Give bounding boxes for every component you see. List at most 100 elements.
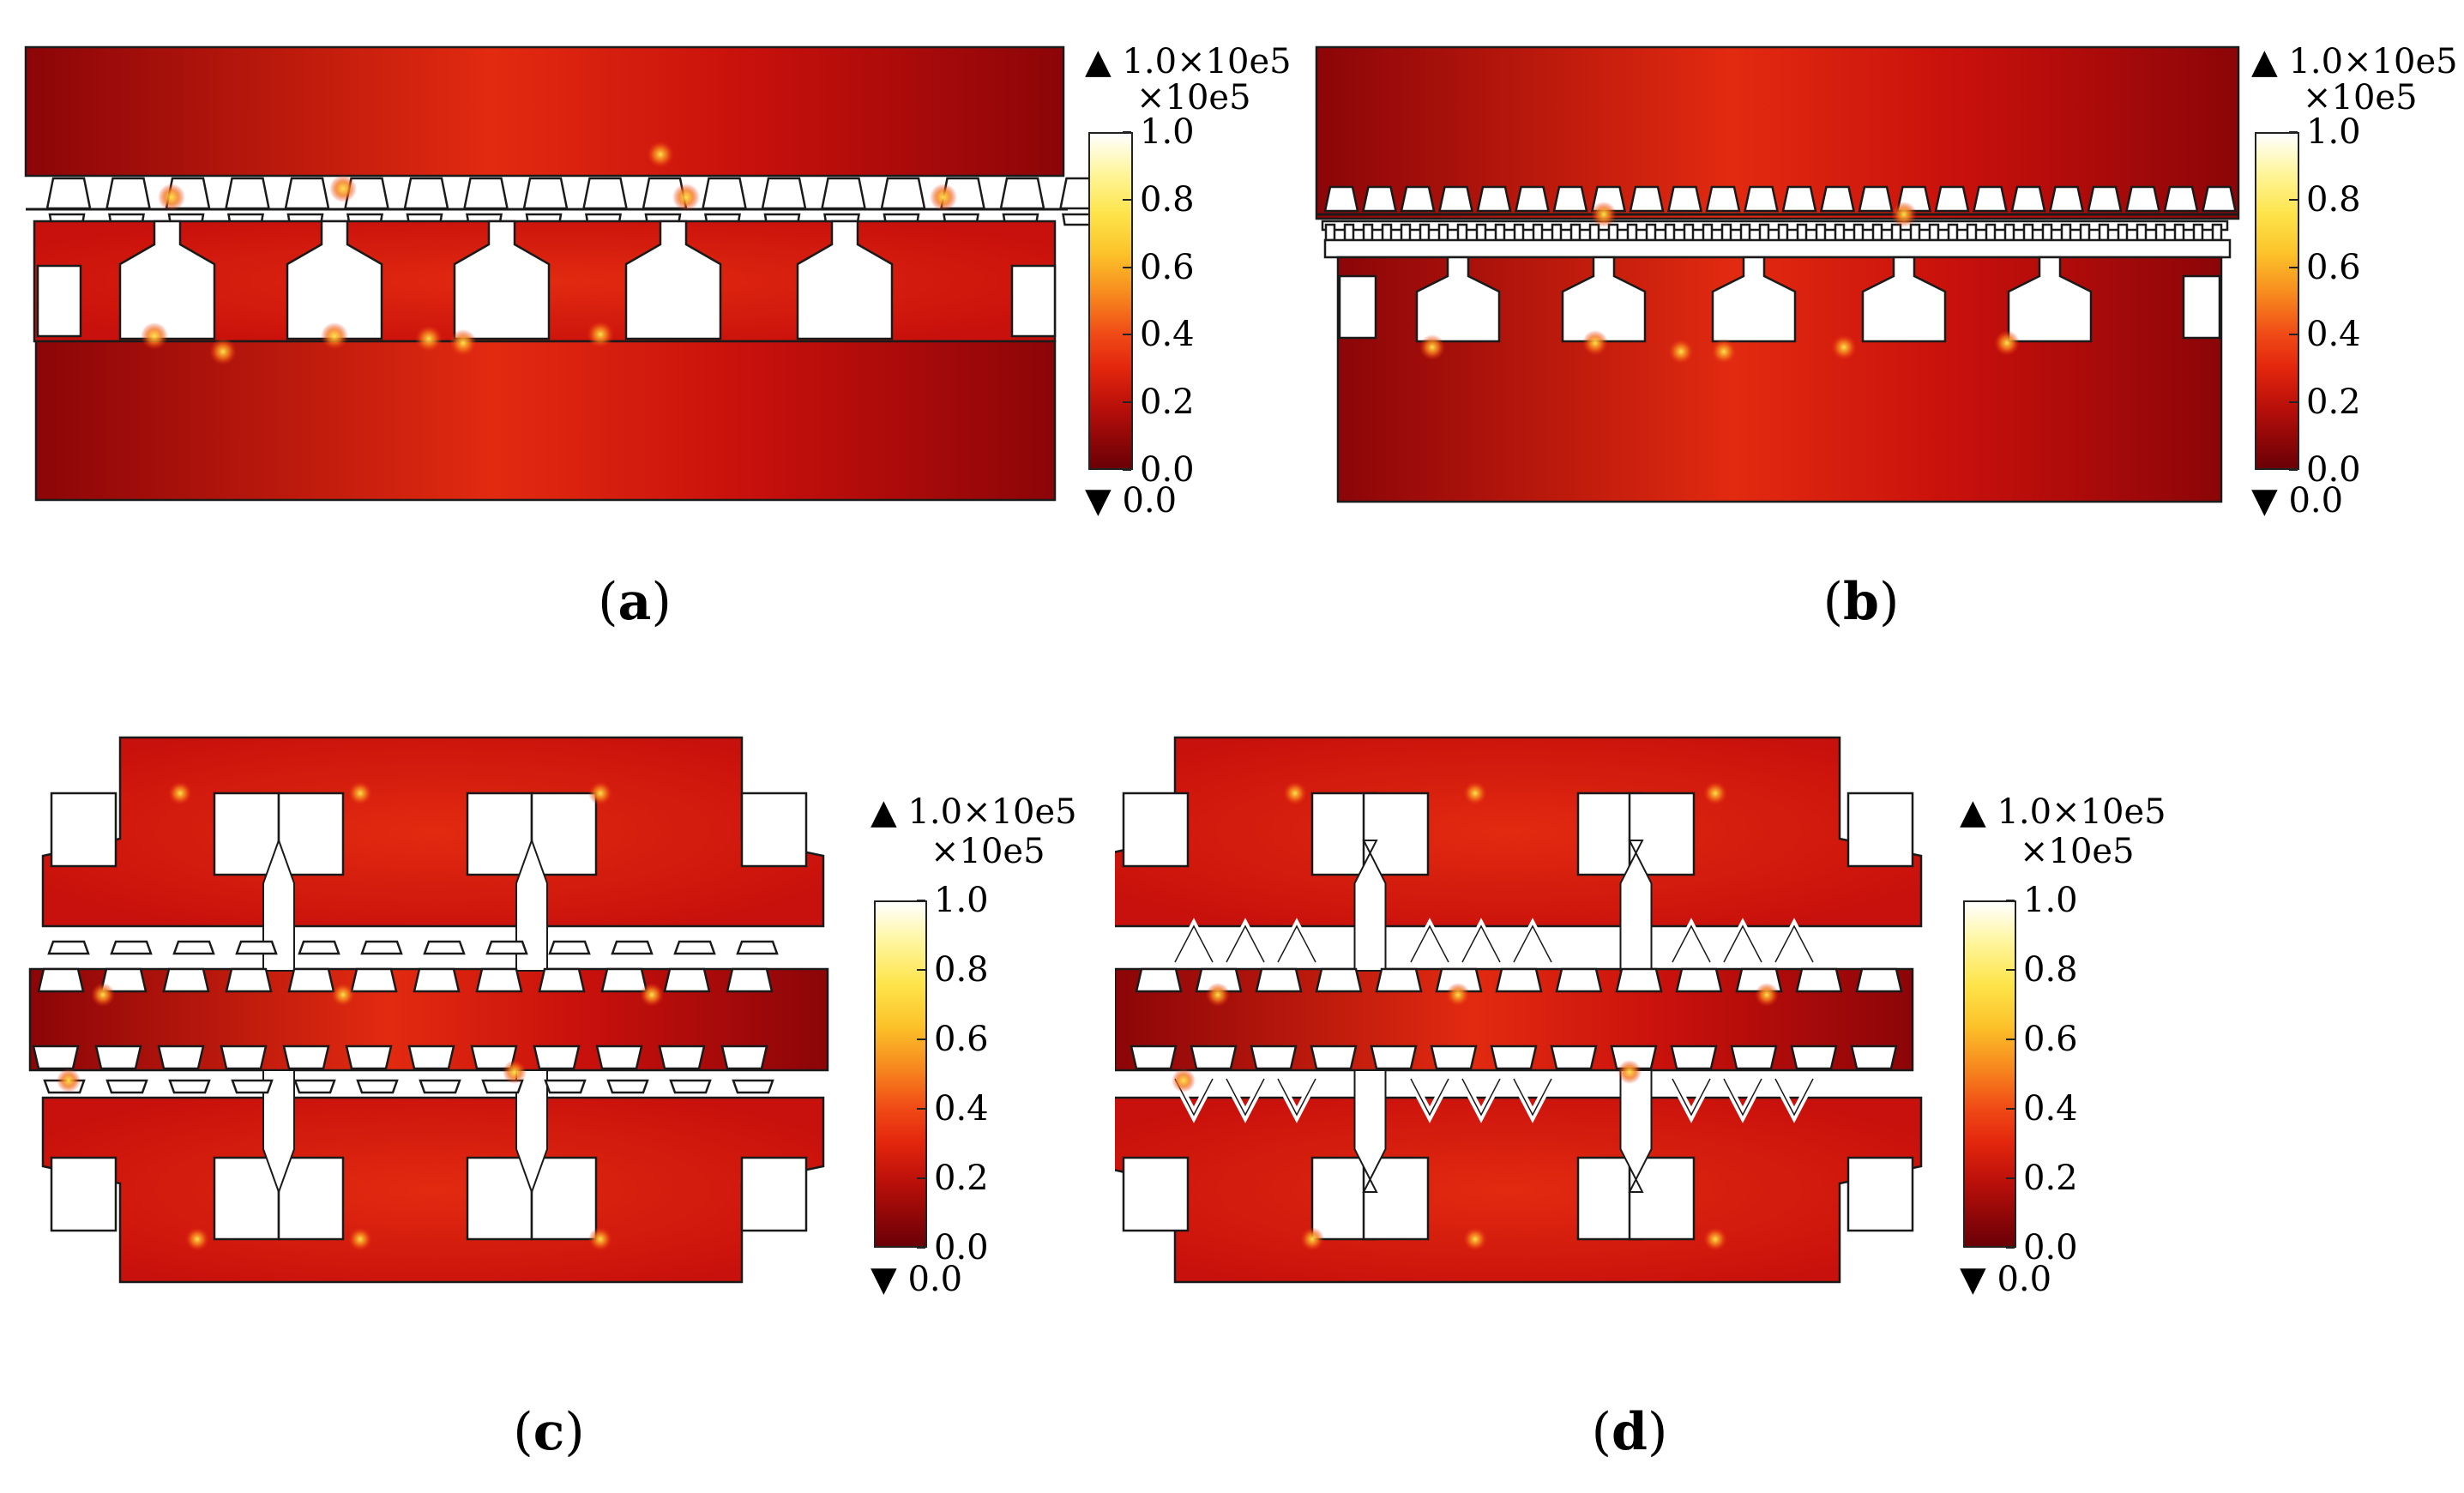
hotspot (1703, 781, 1727, 805)
v-magnet-outline (1410, 924, 1449, 963)
hotspot (1711, 339, 1737, 364)
magnet-segment (1494, 223, 1506, 242)
hotspot (1994, 330, 2020, 356)
stator-tooth (168, 1079, 211, 1094)
mover-tooth (533, 1044, 581, 1070)
colorbar-tick-label: 0.0 (2023, 1228, 2078, 1267)
colorbar-unit-label: ×10e5 (2020, 832, 2135, 871)
stator-slot (2007, 256, 2093, 343)
translator-tooth (1629, 185, 1665, 213)
slot-neck (1619, 1069, 1653, 1193)
stator-tooth (172, 940, 215, 955)
side-slot (50, 1156, 117, 1232)
mover-tooth (538, 967, 586, 993)
magnet-segment (1456, 223, 1468, 242)
colorbar-tick-mark (917, 1108, 925, 1110)
colorbar-max-label: ▲ 1.0×10e5 (871, 792, 1077, 832)
v-magnet (1510, 918, 1555, 965)
stator-slot (466, 1156, 533, 1241)
magnet-segment (1853, 223, 1865, 242)
upper-stator (1115, 736, 1923, 928)
v-magnet (1407, 918, 1452, 965)
colorbar-gradient (2255, 132, 2299, 470)
hotspot (141, 322, 168, 350)
magnet-segment (1815, 223, 1827, 242)
stator-slot (118, 220, 216, 340)
magnet-segment (1400, 223, 1412, 242)
colorbar-tick-label: 0.8 (2023, 950, 2078, 990)
v-magnet-outline (1513, 924, 1552, 963)
stator-tooth (611, 940, 654, 955)
colorbar-tick-label: 0.0 (2306, 450, 2361, 490)
v-magnet-outline (1410, 1078, 1449, 1117)
stator-tooth (231, 1079, 274, 1094)
colorbar-tick-label: 0.0 (934, 1228, 989, 1267)
magnet-segment (2060, 223, 2072, 242)
hotspot (640, 983, 664, 1007)
colorbar-tick-mark (917, 1038, 925, 1040)
colorbar-tick-mark (2006, 1038, 2015, 1040)
side-slot (740, 792, 808, 868)
mover-tooth (345, 1044, 393, 1070)
mover-tooth (1790, 1044, 1838, 1070)
mover-tooth (157, 1044, 205, 1070)
magnet-segment (2117, 223, 2129, 242)
magnet-segment (2003, 223, 2015, 242)
magnet-segment (1739, 223, 1751, 242)
side-slot (1122, 792, 1190, 868)
hotspot (930, 184, 957, 211)
colorbar-max-label: ▲ 1.0×10e5 (1085, 42, 1292, 81)
translator-tooth (2048, 185, 2085, 213)
colorbar-unit-label: ×10e5 (931, 832, 1045, 871)
hotspot (1463, 1227, 1487, 1251)
hotspot (1703, 1227, 1727, 1251)
colorbar-tick-mark (2289, 334, 2298, 336)
mover-tooth (1255, 967, 1303, 993)
translator-tooth (2124, 185, 2161, 213)
slot-neck (262, 838, 295, 972)
colorbar-tick-label: 0.2 (1140, 382, 1195, 423)
stator-tooth (298, 940, 340, 955)
magnet-array (1323, 238, 2232, 259)
upper-stator (41, 736, 825, 928)
mover-tooth (1675, 967, 1723, 993)
magnet-segment (1777, 223, 1789, 242)
mover-tooth (1190, 1044, 1238, 1070)
translator-tooth (999, 177, 1045, 210)
translator-tooth (1361, 185, 1398, 213)
v-magnet-outline (1672, 1078, 1711, 1117)
hotspot (1591, 202, 1617, 227)
stator-slot (213, 1156, 280, 1241)
v-magnet-outline (1174, 924, 1214, 963)
field-plot-b (1315, 45, 2240, 503)
magnet-segment (1551, 223, 1563, 242)
colorbar-tick-label: 0.6 (2306, 247, 2361, 287)
translator-tooth (761, 177, 807, 210)
colorbar-tick-label: 0.6 (1140, 247, 1195, 287)
colorbar-tick-mark (1123, 334, 1131, 336)
stator-slot (213, 792, 280, 876)
mover-tooth (1670, 1044, 1718, 1070)
v-magnet (1720, 918, 1765, 965)
magnet-segment (2022, 223, 2034, 242)
hotspot (672, 184, 700, 211)
stator-slot (624, 220, 722, 340)
magnet-segment (1834, 223, 1846, 242)
mover-tooth (287, 967, 335, 993)
colorbar-tick-mark (1123, 469, 1131, 471)
colorbar-tick-label: 0.2 (934, 1159, 989, 1198)
colorbar-max-label: ▲ 1.0×10e5 (1960, 792, 2166, 832)
mover-tooth (1250, 1044, 1298, 1070)
hotspot (449, 329, 477, 357)
stator-slot (286, 220, 383, 340)
translator-region (1315, 45, 2240, 220)
magnet-segment (1758, 223, 1770, 242)
colorbar-max-label: ▲ 1.0×10e5 (2251, 42, 2458, 81)
mover-tooth (600, 967, 648, 993)
stator-slot (530, 1156, 598, 1241)
mover-tooth (595, 1044, 643, 1070)
colorbar-tick-label: 0.2 (2023, 1159, 2078, 1198)
